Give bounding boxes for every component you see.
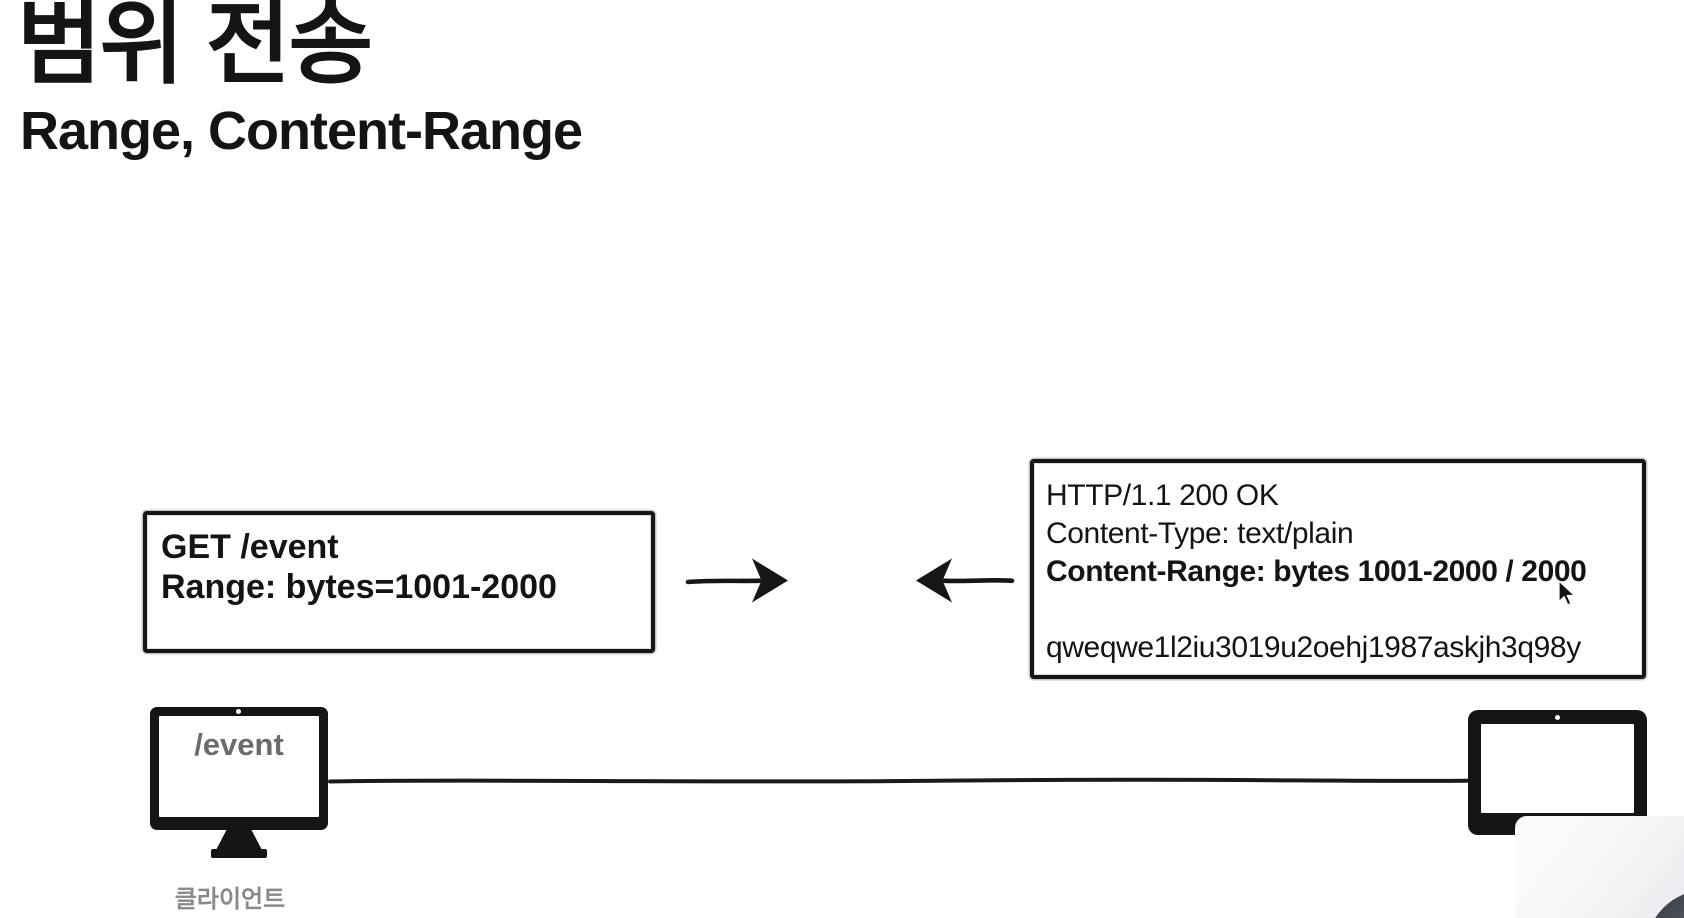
request-line: GET /event (161, 528, 339, 566)
client-caption: 클라이언트 (174, 886, 286, 913)
arrow-left-icon (916, 558, 1015, 603)
response-body-text: qweqwe1l2iu3019u2oehj1987askjh3q98y (1046, 631, 1581, 664)
page-subtitle: Range, Content-Range (20, 101, 583, 161)
response-message-box: HTTP/1.1 200 OK Content-Type: text/plain… (1030, 459, 1646, 679)
tablet-icon (1468, 710, 1647, 835)
page-title: 범위 전송 (17, 0, 373, 95)
connection-line (328, 777, 1470, 784)
response-status-line: HTTP/1.1 200 OK (1046, 479, 1279, 512)
client-screen: /event (159, 716, 319, 817)
webcam-video-overlay (1515, 816, 1684, 918)
server-screen (1481, 724, 1634, 813)
monitor-base (211, 849, 267, 858)
response-content-type-header: Content-Type: text/plain (1046, 517, 1354, 550)
person-silhouette (1646, 890, 1684, 918)
webcam-dot-icon (236, 709, 241, 714)
webcam-dot-icon (1555, 715, 1560, 720)
mouse-cursor-icon (1558, 580, 1576, 606)
request-range-header: Range: bytes=1001-2000 (161, 568, 557, 606)
monitor-icon: /event (150, 707, 328, 830)
response-content-range-header: Content-Range: bytes 1001-2000 / 2000 (1046, 555, 1587, 588)
client-screen-path: /event (194, 727, 284, 762)
request-message-box: GET /event Range: bytes=1001-2000 (143, 511, 655, 653)
arrow-right-icon (685, 558, 788, 603)
